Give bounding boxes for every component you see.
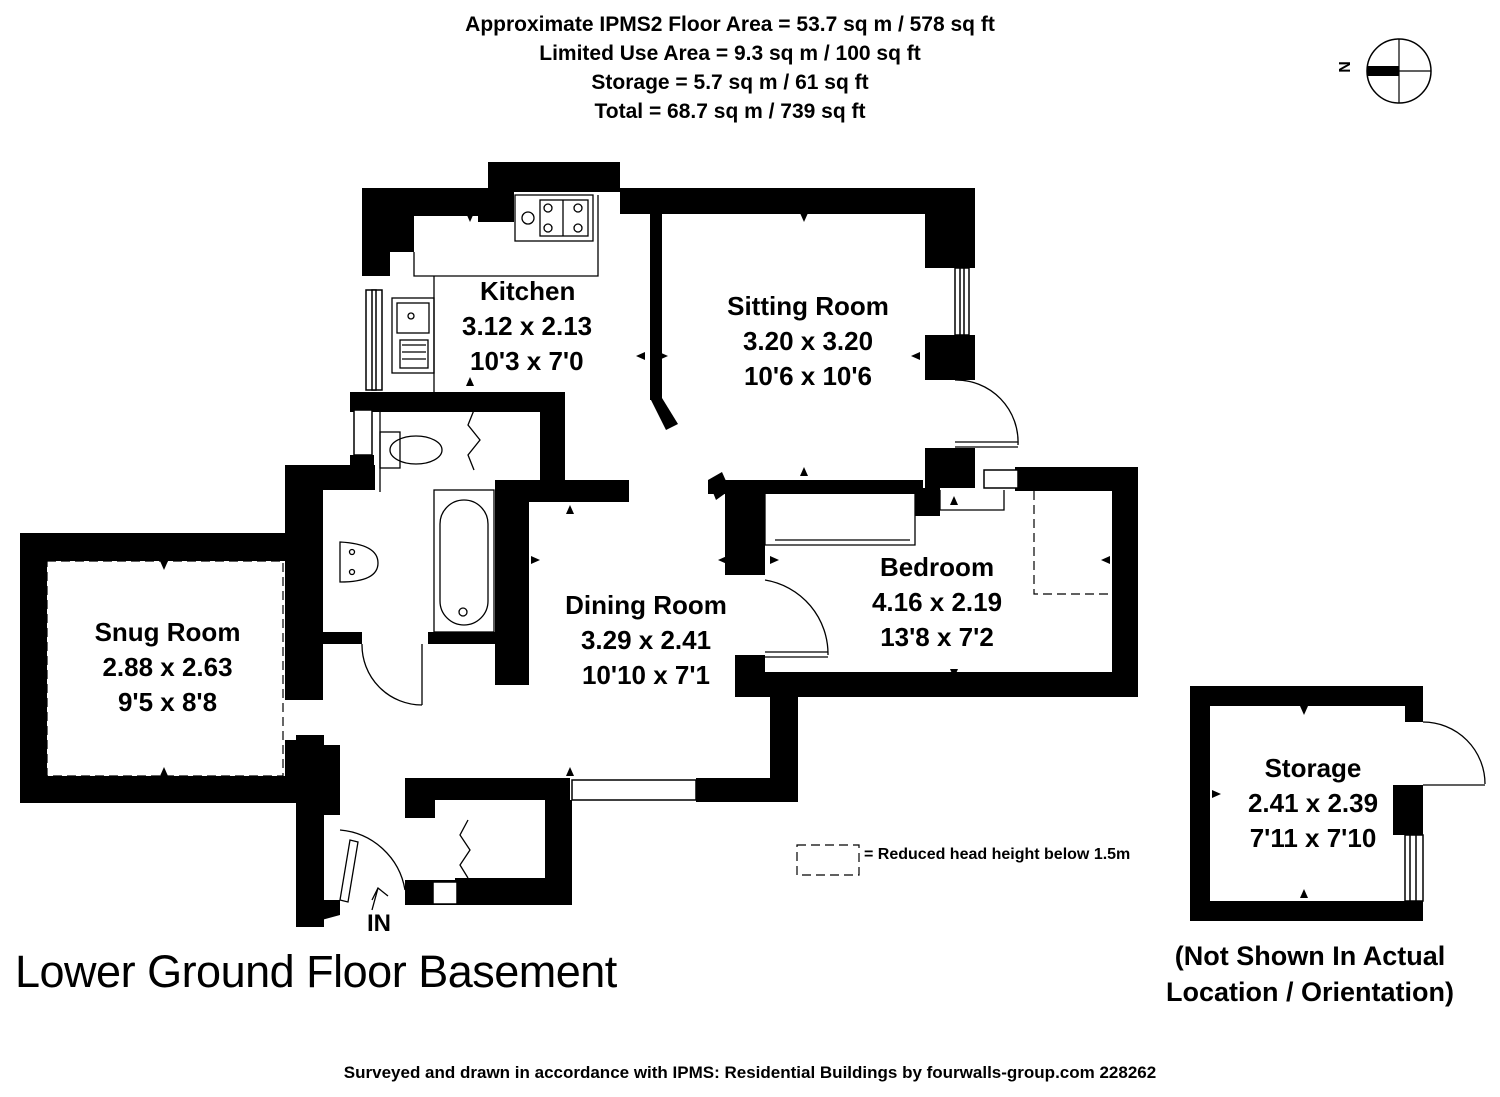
- room-metric: 3.20 x 3.20: [742, 326, 874, 356]
- storage-area-line: Storage = 5.7 sq m / 61 sq ft: [591, 71, 869, 94]
- room-imperial: 9'5 x 8'8: [117, 687, 218, 717]
- floor-title: Lower Ground Floor Basement: [15, 946, 617, 997]
- room-name: Dining Room: [565, 590, 727, 620]
- room-name: Snug Room: [94, 617, 241, 647]
- room-storage: Storage 2.41 x 2.39 7'11 x 7'10: [1228, 751, 1398, 856]
- room-metric: 3.29 x 2.41: [580, 625, 712, 655]
- room-snug: Snug Room 2.88 x 2.63 9'5 x 8'8: [80, 615, 255, 720]
- room-kitchen: Kitchen 3.12 x 2.13 10'3 x 7'0: [462, 274, 592, 379]
- room-imperial: 10'10 x 7'1: [581, 660, 711, 690]
- entrance-label: IN: [367, 910, 391, 937]
- room-metric: 2.41 x 2.39: [1247, 788, 1379, 818]
- room-imperial: 13'8 x 7'2: [880, 622, 994, 652]
- storage-note: (Not Shown In Actual Location / Orientat…: [1150, 938, 1470, 1010]
- compass-icon: [1366, 38, 1432, 104]
- storage-note-line2: Location / Orientation): [1166, 977, 1454, 1007]
- area-summary: Approximate IPMS2 Floor Area = 53.7 sq m…: [330, 10, 1130, 126]
- room-imperial: 10'3 x 7'0: [470, 346, 584, 376]
- room-dining: Dining Room 3.29 x 2.41 10'10 x 7'1: [553, 588, 739, 693]
- footer-credit: Surveyed and drawn in accordance with IP…: [343, 1063, 1157, 1082]
- north-label: N: [1336, 61, 1354, 73]
- room-name: Bedroom: [879, 552, 995, 582]
- room-name: Sitting Room: [727, 291, 889, 321]
- room-name: Storage: [1264, 753, 1362, 783]
- limited-use-line: Limited Use Area = 9.3 sq m / 100 sq ft: [539, 42, 921, 65]
- room-imperial: 10'6 x 10'6: [743, 361, 873, 391]
- room-metric: 3.12 x 2.13: [462, 311, 593, 341]
- room-bedroom: Bedroom 4.16 x 2.19 13'8 x 7'2: [862, 550, 1012, 655]
- room-metric: 4.16 x 2.19: [871, 587, 1003, 617]
- room-metric: 2.88 x 2.63: [102, 652, 233, 682]
- storage-note-line1: (Not Shown In Actual: [1174, 941, 1446, 971]
- legend-text: = Reduced head height below 1.5m: [864, 846, 1131, 863]
- total-area-line: Total = 68.7 sq m / 739 sq ft: [594, 100, 866, 123]
- floor-area-line: Approximate IPMS2 Floor Area = 53.7 sq m…: [465, 13, 995, 36]
- room-sitting: Sitting Room 3.20 x 3.20 10'6 x 10'6: [718, 289, 898, 394]
- room-imperial: 7'11 x 7'10: [1249, 823, 1377, 853]
- room-name: Kitchen: [480, 276, 576, 306]
